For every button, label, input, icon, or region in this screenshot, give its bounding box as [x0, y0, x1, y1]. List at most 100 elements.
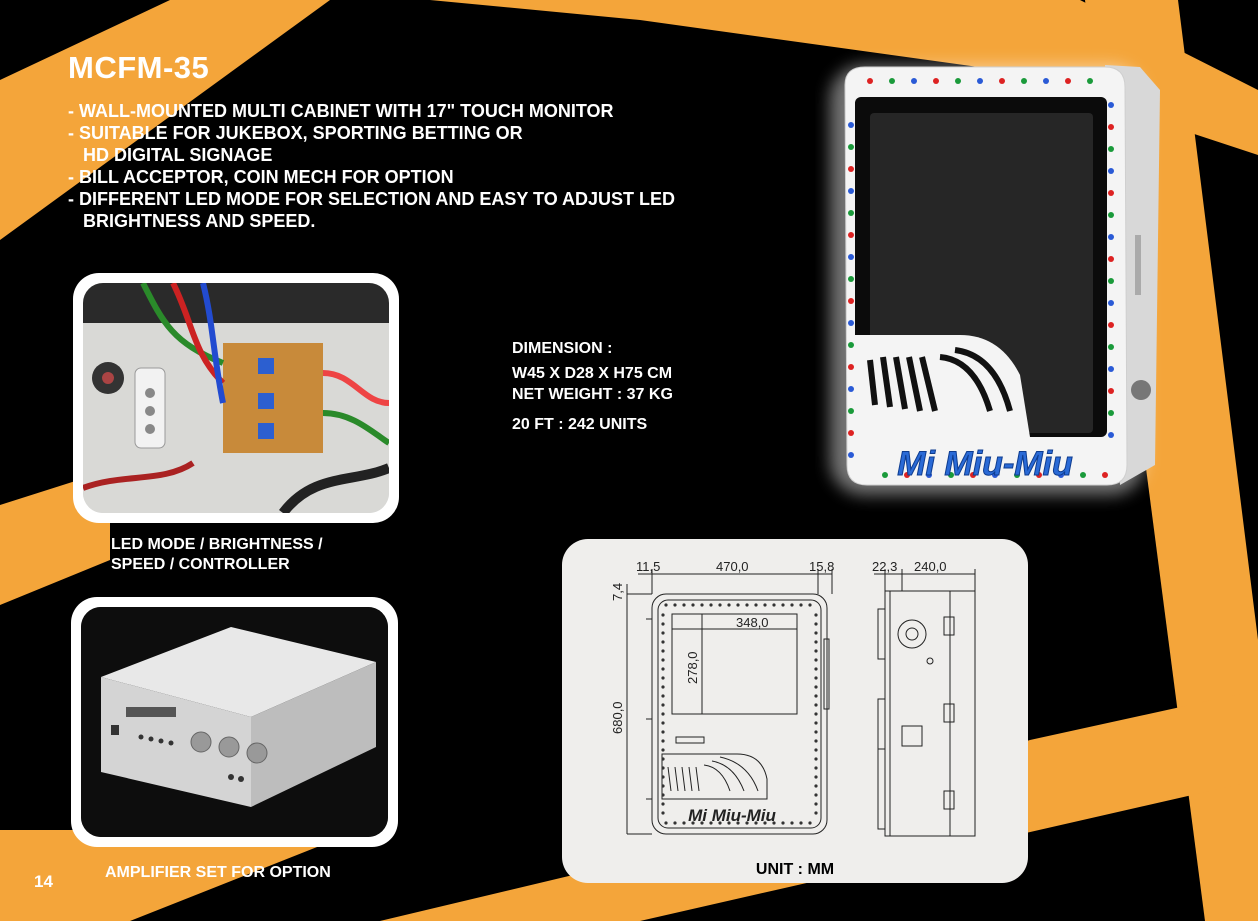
led-dot: [848, 364, 854, 370]
caption-line: SPEED / CONTROLLER: [111, 556, 290, 573]
feature-line: - SUITABLE FOR JUKEBOX, SPORTING BETTING…: [68, 123, 523, 143]
led-dot: [1058, 472, 1064, 478]
led-controller-caption: LED MODE / BRIGHTNESS / SPEED / CONTROLL…: [111, 535, 323, 575]
led-border: [848, 78, 1114, 478]
led-dot: [948, 472, 954, 478]
drawing-dot: [814, 712, 818, 716]
drawing-dot: [814, 784, 818, 788]
led-dot: [1036, 472, 1042, 478]
led-dot: [1021, 78, 1027, 84]
drawing-dot: [814, 676, 818, 680]
drawing-dot: [661, 658, 665, 662]
led-dot: [1108, 102, 1114, 108]
led-dot: [1108, 278, 1114, 284]
drawing-dot: [661, 694, 665, 698]
led-dot: [1108, 168, 1114, 174]
led-dot: [1108, 256, 1114, 262]
drawing-dot: [661, 802, 665, 806]
cabinet-render: Mi Miu-Miu: [830, 65, 1160, 495]
stripe-top-band: [430, 0, 1258, 155]
dimension-label: DIMENSION :: [512, 340, 613, 357]
led-dot: [1043, 78, 1049, 84]
drawing-dot: [661, 649, 665, 653]
led-dot: [1087, 78, 1093, 84]
drawing-dot: [763, 821, 767, 825]
amplifier-photo: [81, 607, 388, 837]
feature-line: HD DIGITAL SIGNAGE: [68, 145, 273, 165]
dim-right-margin: 15,8: [809, 559, 834, 574]
led-dot: [1065, 78, 1071, 84]
led-dot: [848, 166, 854, 172]
stripe-bottom-band: [380, 690, 1258, 921]
drawing-dot: [814, 694, 818, 698]
dim-side-front: 22,3: [872, 559, 897, 574]
drawing-dot: [736, 821, 740, 825]
drawing-dot: [814, 802, 818, 806]
drawing-dot: [814, 793, 818, 797]
led-controller-photo: [83, 283, 389, 513]
speaker-panel-outline: [661, 753, 768, 800]
unit-label: UNIT : MM: [755, 861, 835, 878]
technical-drawing: 11,5 470,0 15,8 348,0 22,3 240,0 7,4 680…: [610, 559, 976, 837]
led-dot: [904, 472, 910, 478]
drawing-dot: [745, 603, 749, 607]
drawing-led-dots: [661, 603, 818, 825]
drawing-dot: [682, 821, 686, 825]
drawing-dot: [709, 821, 713, 825]
drawing-dot: [814, 730, 818, 734]
drawing-dot: [691, 603, 695, 607]
dim-front-height: 680,0: [610, 701, 625, 734]
caption-line: LED MODE / BRIGHTNESS /: [111, 536, 323, 553]
amplifier-illustration: [81, 607, 388, 837]
amplifier-photo-frame: [71, 597, 398, 847]
led-dot: [1108, 146, 1114, 152]
drawing-dot: [814, 757, 818, 761]
drawing-dot: [661, 703, 665, 707]
led-dot: [848, 430, 854, 436]
drawing-logo: Mi Miu-Miu: [688, 806, 776, 825]
led-controller-photo-frame: [73, 273, 399, 523]
specifications: DIMENSION : W45 X D28 X H75 CM NET WEIGH…: [512, 338, 673, 435]
drawing-dot: [781, 603, 785, 607]
led-dot: [1108, 190, 1114, 196]
dim-screen-height: 278,0: [685, 651, 700, 684]
led-dot: [1108, 322, 1114, 328]
drawing-dot: [661, 730, 665, 734]
drawing-dot: [814, 721, 818, 725]
led-dot: [1102, 472, 1108, 478]
drawing-dot: [718, 821, 722, 825]
drawing-dot: [772, 821, 776, 825]
led-dot: [848, 342, 854, 348]
drawing-dot: [808, 821, 812, 825]
led-dot: [848, 232, 854, 238]
led-dot: [848, 298, 854, 304]
dim-top-margin: 7,4: [610, 583, 625, 601]
stripe-bottom-left: [0, 830, 360, 921]
led-dot: [848, 254, 854, 260]
drawing-dot: [763, 603, 767, 607]
dimension-value: W45 X D28 X H75 CM: [512, 365, 673, 382]
drawing-dot: [700, 821, 704, 825]
drawing-dot: [814, 766, 818, 770]
drawing-dot: [661, 766, 665, 770]
feature-line: - DIFFERENT LED MODE FOR SELECTION AND E…: [68, 189, 676, 209]
drawing-dot: [673, 603, 677, 607]
led-dot: [992, 472, 998, 478]
led-dot: [926, 472, 932, 478]
feature-list: - WALL-MOUNTED MULTI CABINET WITH 17" TO…: [68, 100, 675, 232]
led-dot: [848, 320, 854, 326]
led-controller-illustration: [83, 283, 389, 513]
drawing-dot: [754, 603, 758, 607]
container-capacity: 20 FT : 242 UNITS: [512, 416, 648, 433]
drawing-dot: [661, 712, 665, 716]
drawing-dot: [664, 603, 668, 607]
side-view-outline: [884, 590, 976, 837]
drawing-dot: [661, 685, 665, 689]
drawing-dot: [814, 631, 818, 635]
drawing-dot: [814, 640, 818, 644]
drawing-dot: [661, 775, 665, 779]
drawing-dot: [709, 603, 713, 607]
led-dot: [867, 78, 873, 84]
drawing-dot: [661, 613, 665, 617]
